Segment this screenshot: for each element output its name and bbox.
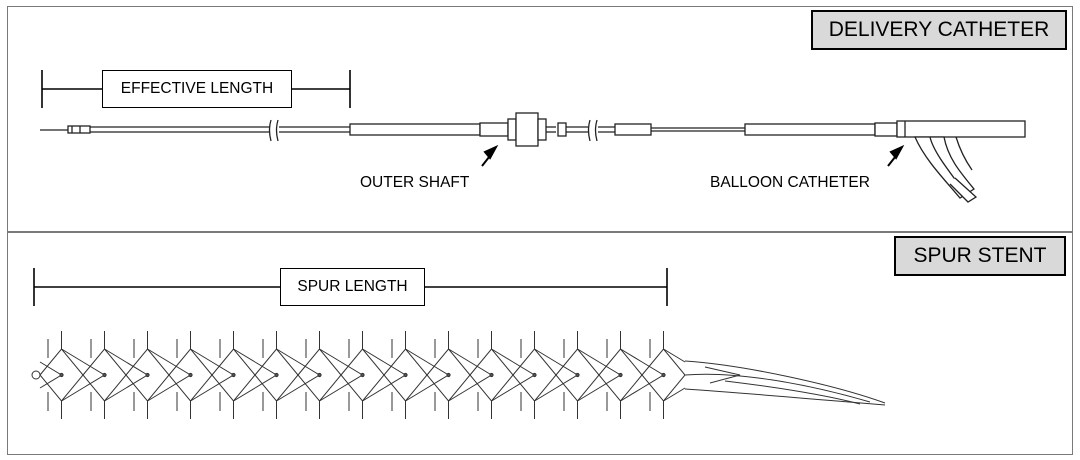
delivery-catheter-title: DELIVERY CATHETER	[811, 10, 1067, 50]
callout-arrows	[481, 144, 905, 167]
effective-length-label: EFFECTIVE LENGTH	[102, 70, 292, 108]
outer-shaft-callout: OUTER SHAFT	[360, 174, 470, 191]
effective-length-dimension	[41, 70, 351, 108]
balloon-catheter-callout: BALLOON CATHETER	[710, 174, 870, 191]
spur-stent-drawing	[31, 331, 886, 419]
spur-length-label: SPUR LENGTH	[280, 268, 425, 306]
spur-stent-title: SPUR STENT	[894, 236, 1066, 276]
spur-length-dimension	[33, 268, 668, 306]
delivery-catheter-drawing	[40, 112, 1026, 203]
